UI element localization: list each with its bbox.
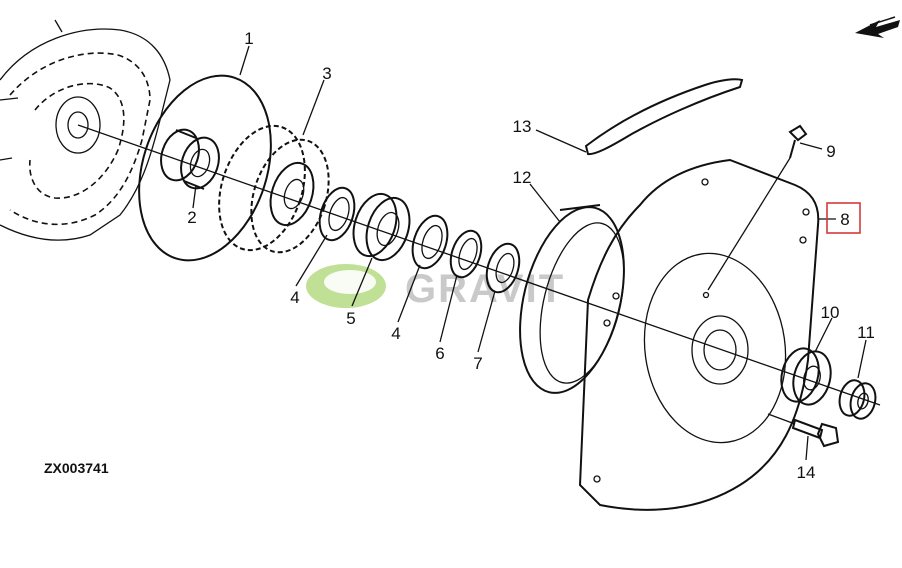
- watermark: GRAVIT: [306, 264, 565, 311]
- forward-arrow-icon: [855, 16, 900, 38]
- part-12-drum: [519, 204, 625, 394]
- callout-8-highlight-box: [826, 202, 861, 234]
- callout-6: 6: [435, 344, 444, 363]
- callout-5: 5: [346, 309, 355, 328]
- drawing-code: ZX003741: [44, 460, 109, 476]
- part-4-washer-a: [318, 186, 356, 242]
- callout-1: 1: [244, 29, 253, 48]
- watermark-text: GRAVIT: [405, 267, 565, 311]
- callout-4a: 4: [290, 288, 299, 307]
- callouts: 1 2 3 4 5 4 6 7 8 9 10 11 12 13 14: [187, 29, 875, 482]
- part-10-bearing: [780, 347, 832, 406]
- leader-lines: [192, 45, 867, 461]
- part-6-snap-ring: [449, 229, 483, 279]
- part-2-bushing: [160, 128, 220, 190]
- part-3-gear: [218, 124, 330, 254]
- part-4-washer-b: [411, 214, 449, 270]
- watermark-logo-icon: [306, 264, 386, 308]
- callout-10: 10: [821, 303, 840, 322]
- part-11-collar: [838, 379, 877, 420]
- part-14-bolt: [767, 413, 840, 448]
- part-9-grease-fitting: [707, 124, 808, 291]
- callout-3: 3: [322, 64, 331, 83]
- callout-8: 8: [840, 210, 849, 229]
- callout-9: 9: [826, 142, 835, 161]
- callout-11: 11: [857, 323, 875, 342]
- part-13-strap: [584, 78, 744, 156]
- part-5-bearing: [352, 192, 411, 262]
- callout-12: 12: [513, 168, 532, 187]
- gear-housing: [0, 19, 171, 241]
- callout-2: 2: [187, 208, 196, 227]
- part-1-snap-ring: [138, 74, 272, 262]
- callout-7: 7: [473, 354, 482, 373]
- shaft-axis: [77, 124, 881, 406]
- callout-13: 13: [513, 117, 532, 136]
- callout-14: 14: [797, 463, 816, 482]
- callout-4b: 4: [391, 324, 400, 343]
- part-8-cover-plate: [578, 158, 820, 511]
